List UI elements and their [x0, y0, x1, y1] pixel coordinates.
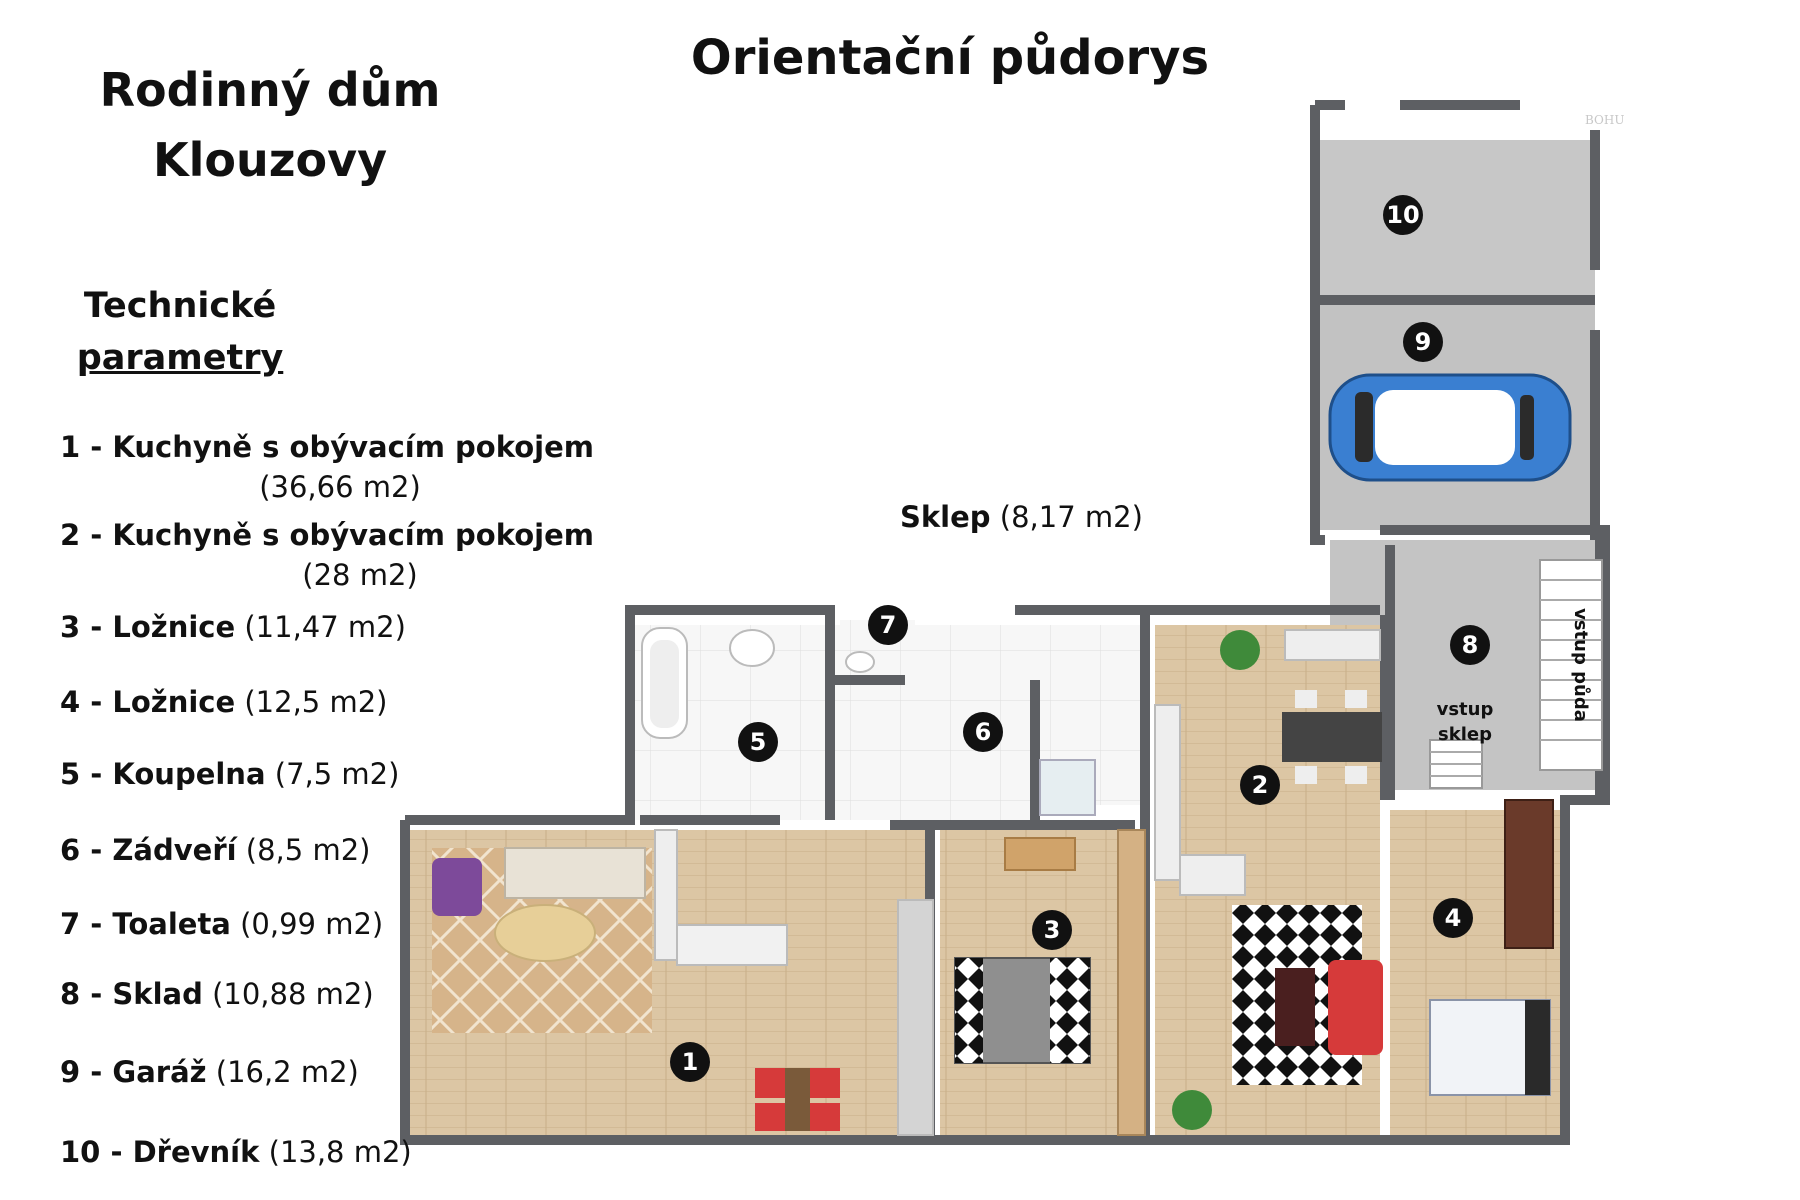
room-item-6: 6 - Zádveří (8,5 m2) — [60, 833, 370, 867]
badge-9-label: 9 — [1415, 328, 1432, 356]
badge-7 — [868, 605, 908, 645]
badge-9 — [1403, 322, 1443, 362]
room-item-4-name: 4 - Ložnice — [60, 685, 236, 719]
room-item-10: 10 - Dřevník (13,8 m2) — [60, 1135, 412, 1169]
stairs-cellar — [1429, 739, 1483, 789]
bed-room4-icon — [1429, 999, 1551, 1096]
label-sklep: sklep — [1438, 724, 1492, 745]
kitchen-counter-icon — [654, 829, 788, 966]
tech-heading-line1: Technické — [83, 286, 277, 326]
badge-2-label: 2 — [1252, 771, 1269, 799]
room-item-1: 1 - Kuchyně s obývacím pokojem — [60, 430, 594, 464]
car-icon — [1328, 373, 1572, 482]
sink-icon — [729, 629, 775, 667]
room-item-8-area: (10,88 m2) — [212, 977, 374, 1011]
badge-5 — [738, 722, 778, 762]
wardrobe-room3-icon — [1117, 829, 1146, 1136]
room-item-3-area: (11,47 m2) — [244, 610, 406, 644]
badge-7-label: 7 — [880, 611, 897, 639]
room-item-4: 4 - Ložnice (12,5 m2) — [60, 685, 387, 719]
sklep-area: (8,17 m2) — [999, 500, 1143, 534]
wardrobe-room4-icon — [1504, 799, 1554, 949]
room-item-7-area: (0,99 m2) — [240, 907, 384, 941]
sklep-name: Sklep — [900, 500, 991, 534]
bathtub-icon — [641, 627, 688, 739]
room-item-5: 5 - Koupelna (7,5 m2) — [60, 757, 399, 791]
shower-icon — [1039, 759, 1096, 816]
badge-6-label: 6 — [975, 718, 992, 746]
page-title-line1: Rodinný dům — [99, 63, 441, 117]
toilet-icon — [845, 651, 875, 673]
room-item-9-area: (16,2 m2) — [215, 1055, 359, 1089]
badge-1-label: 1 — [682, 1048, 699, 1076]
label-vstup: vstup — [1437, 699, 1494, 720]
room-item-5-name: 5 - Koupelna — [60, 757, 266, 791]
room-item-7-name: 7 - Toaleta — [60, 907, 231, 941]
plant-icon — [1172, 630, 1260, 1130]
desk-room3-icon — [1004, 837, 1076, 871]
sofa-room2-icon — [1328, 960, 1383, 1055]
bed-room3-icon — [954, 957, 1091, 1064]
dining-chairs-icon — [755, 1068, 840, 1131]
badge-10 — [1383, 195, 1423, 235]
room-item-6-area: (8,5 m2) — [245, 833, 371, 867]
hall-cabinet-icon — [897, 899, 934, 1136]
badge-8-label: 8 — [1462, 631, 1479, 659]
room-item-7: 7 - Toaleta (0,99 m2) — [60, 907, 383, 941]
room-item-3-name: 3 - Ložnice — [60, 610, 236, 644]
badge-1 — [670, 1042, 710, 1082]
badge-5-label: 5 — [750, 728, 767, 756]
badge-8 — [1450, 625, 1490, 665]
watermark: BOHU — [1585, 113, 1624, 127]
stairs-attic — [1539, 559, 1603, 771]
room-item-9-name: 9 - Garáž — [60, 1055, 207, 1089]
sofa-icon — [504, 847, 646, 899]
room-item-5-area: (7,5 m2) — [274, 757, 400, 791]
room-item-8: 8 - Sklad (10,88 m2) — [60, 977, 374, 1011]
badge-3-label: 3 — [1044, 916, 1061, 944]
room-10-floor — [1320, 140, 1595, 300]
badge-10-label: 10 — [1386, 201, 1419, 229]
dining-set-room2-icon — [1282, 690, 1382, 784]
label-vstup-puda: vstup půda — [1570, 608, 1592, 722]
badge-4-label: 4 — [1445, 904, 1462, 932]
badge-4 — [1433, 898, 1473, 938]
sklep-label: Sklep (8,17 m2) — [900, 500, 1143, 534]
room-item-6-name: 6 - Zádveří — [60, 833, 237, 867]
room-item-1-area: (36,66 m2) — [259, 470, 421, 504]
page-title-line2: Klouzovy — [152, 133, 388, 187]
coffee-table-room2-icon — [1275, 968, 1315, 1046]
plan-title: Orientační půdorys — [690, 30, 1210, 86]
armchair-icon — [432, 858, 482, 916]
room-item-9: 9 - Garáž (16,2 m2) — [60, 1055, 359, 1089]
room-item-10-name: 10 - Dřevník — [60, 1135, 260, 1169]
page-title: Rodinný dům Klouzovy — [60, 55, 480, 195]
room-item-2: 2 - Kuchyně s obývacím pokojem — [60, 518, 594, 552]
room-item-8-name: 8 - Sklad — [60, 977, 203, 1011]
room-item-10-area: (13,8 m2) — [268, 1135, 412, 1169]
room-item-1-name: 1 - Kuchyně s obývacím pokojem — [60, 430, 594, 464]
badge-3 — [1032, 910, 1072, 950]
kitchen-counter-room2-icon — [1154, 629, 1381, 896]
tech-heading: Technické parametry — [60, 280, 300, 384]
coffee-table-icon — [494, 904, 596, 962]
room-item-3: 3 - Ložnice (11,47 m2) — [60, 610, 406, 644]
room-item-4-area: (12,5 m2) — [244, 685, 388, 719]
room-item-2-name: 2 - Kuchyně s obývacím pokojem — [60, 518, 594, 552]
badge-6 — [963, 712, 1003, 752]
tech-heading-line2: parametry — [76, 338, 284, 378]
room-item-2-area: (28 m2) — [302, 558, 418, 592]
badge-2 — [1240, 765, 1280, 805]
